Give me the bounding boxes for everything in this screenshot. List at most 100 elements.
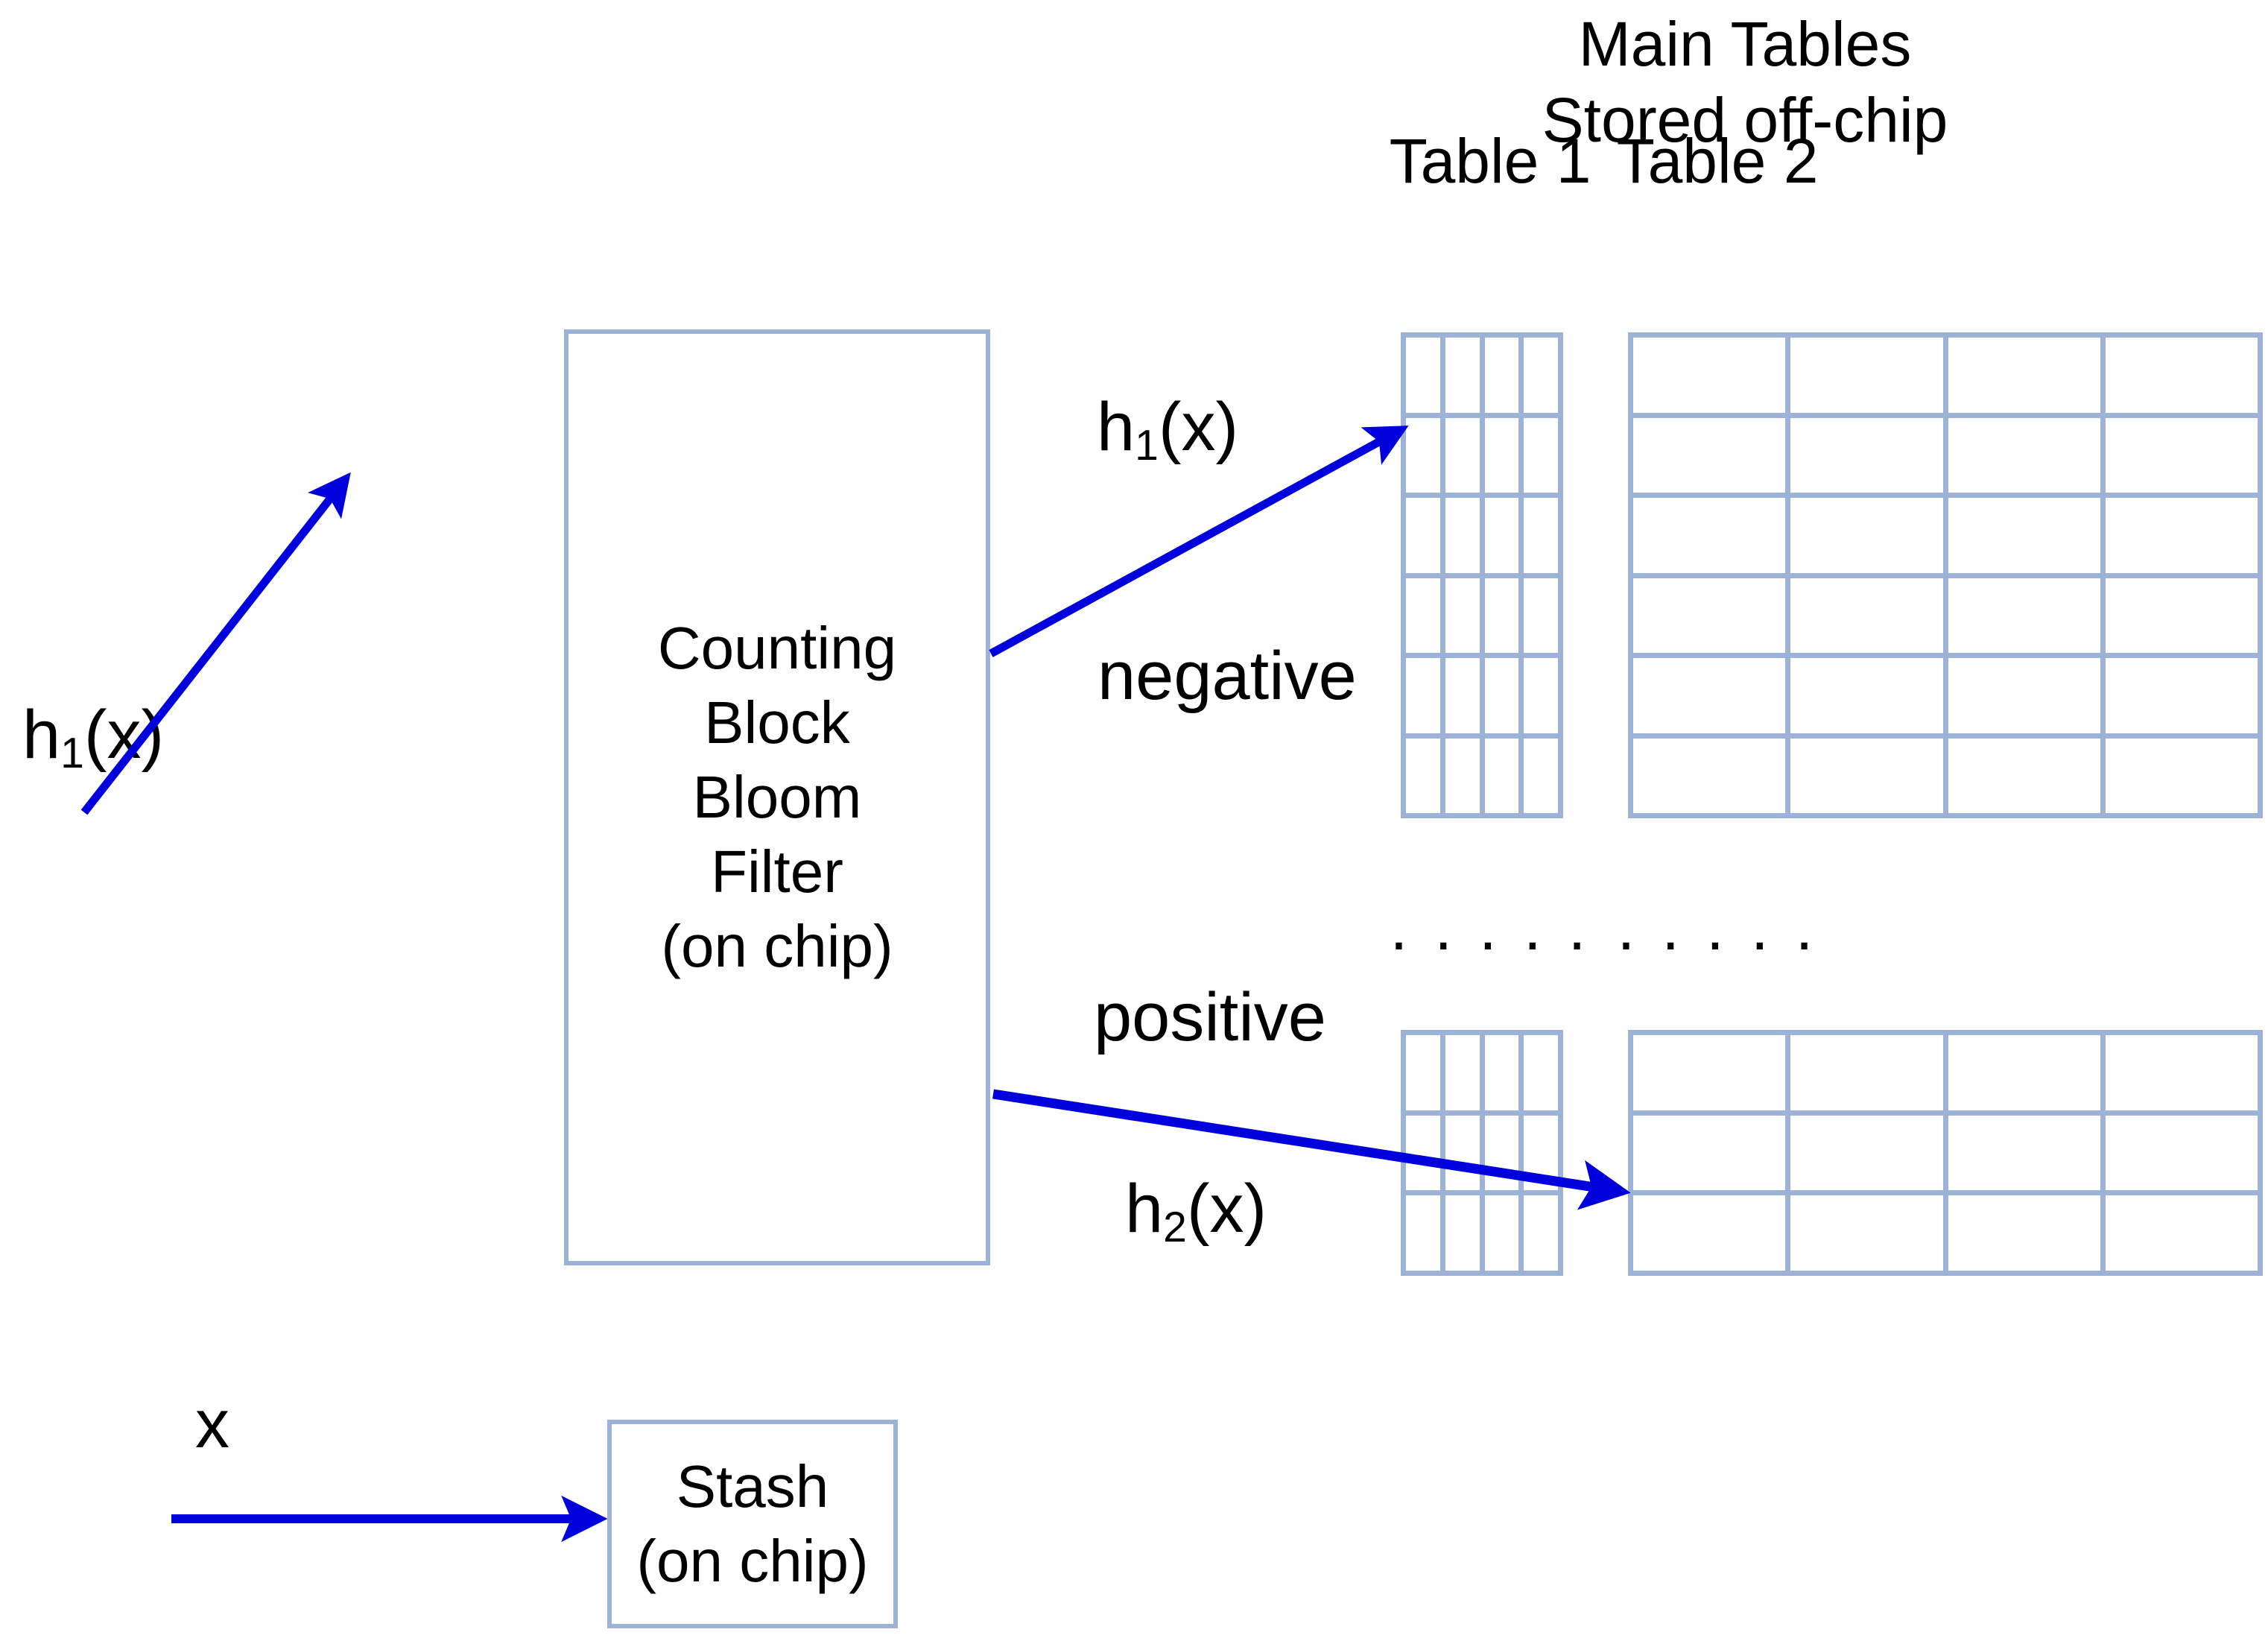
table-cell[interactable] [1406, 338, 1440, 413]
input-hash-label: h1(x) [22, 700, 164, 775]
table-cell[interactable] [1633, 738, 1786, 813]
table2-caption: Table 2 [1616, 126, 1819, 196]
table-cell[interactable] [1948, 738, 2100, 813]
table-cell[interactable] [1445, 1035, 1480, 1110]
table-cell[interactable] [1445, 338, 1480, 413]
table-cell[interactable] [1948, 1195, 2100, 1271]
table-cell[interactable] [1633, 1115, 1786, 1191]
table-cell[interactable] [1406, 738, 1440, 813]
table-cell[interactable] [2105, 338, 2258, 413]
table-cell[interactable] [2105, 1115, 2258, 1191]
bloom-box-text: Counting Block Bloom Filter (on chip) [658, 611, 896, 984]
table2-ellipsis: . . . . . [1617, 892, 1818, 964]
stash-input-label: x [195, 1386, 229, 1462]
table-cell[interactable] [2105, 578, 2258, 653]
table-cell[interactable] [1790, 578, 1943, 653]
table-cell[interactable] [1524, 1035, 1558, 1110]
table-cell[interactable] [1790, 417, 1943, 493]
table-cell[interactable] [1790, 738, 1943, 813]
table-cell[interactable] [1406, 578, 1440, 653]
table-cell[interactable] [2105, 417, 2258, 493]
table-cell[interactable] [1524, 1195, 1558, 1271]
table2-top-grid[interactable] [1628, 332, 2263, 818]
table-cell[interactable] [1524, 578, 1558, 653]
table-cell[interactable] [1790, 658, 1943, 733]
stash-line-1: Stash [676, 1453, 829, 1520]
table2-bottom-grid[interactable] [1628, 1030, 2263, 1276]
table-cell[interactable] [1524, 738, 1558, 813]
table-cell[interactable] [1524, 338, 1558, 413]
table-cell[interactable] [2105, 1035, 2258, 1110]
table-cell[interactable] [1633, 338, 1786, 413]
stash-line-2: (on chip) [636, 1528, 869, 1594]
counting-block-bloom-filter-box[interactable]: Counting Block Bloom Filter (on chip) [564, 329, 990, 1265]
table-cell[interactable] [2105, 738, 2258, 813]
table-cell[interactable] [1948, 498, 2100, 573]
table-cell[interactable] [1948, 578, 2100, 653]
table-cell[interactable] [1484, 578, 1519, 653]
table-cell[interactable] [1445, 1195, 1480, 1271]
main-tables-line1: Main Tables [1578, 9, 1912, 79]
table-cell[interactable] [1948, 1115, 2100, 1191]
negative-hash-label: h1(x) [1097, 392, 1238, 467]
table-cell[interactable] [1484, 498, 1519, 573]
bloom-line-2: Block [704, 689, 850, 756]
table-cell[interactable] [1633, 1195, 1786, 1271]
negative-hash-subscript: 1 [1135, 421, 1159, 470]
table-cell[interactable] [1524, 498, 1558, 573]
table-cell[interactable] [1948, 338, 2100, 413]
table-cell[interactable] [1633, 658, 1786, 733]
table1-bottom-grid[interactable] [1401, 1030, 1563, 1276]
table-cell[interactable] [2105, 498, 2258, 573]
table-cell[interactable] [1790, 1195, 1943, 1271]
positive-hash-label: h2(x) [1125, 1171, 1267, 1249]
table-cell[interactable] [1790, 498, 1943, 573]
stash-box-text: Stash (on chip) [636, 1449, 868, 1599]
table-cell[interactable] [1524, 658, 1558, 733]
bloom-line-5: (on chip) [661, 913, 893, 979]
table-cell[interactable] [1524, 417, 1558, 493]
negative-label: negative [1097, 638, 1357, 714]
table-cell[interactable] [1445, 1115, 1480, 1191]
table-cell[interactable] [1445, 658, 1480, 733]
table-cell[interactable] [1633, 578, 1786, 653]
table-cell[interactable] [1948, 1035, 2100, 1110]
table-cell[interactable] [1633, 417, 1786, 493]
positive-hash-tail: (x) [1186, 1171, 1267, 1247]
table-cell[interactable] [1484, 417, 1519, 493]
positive-hash-base: h [1125, 1171, 1164, 1247]
table-cell[interactable] [1484, 738, 1519, 813]
table-cell[interactable] [1524, 1115, 1558, 1191]
negative-hash-base: h [1097, 389, 1135, 465]
table-cell[interactable] [1406, 1035, 1440, 1110]
table-cell[interactable] [1406, 658, 1440, 733]
table-cell[interactable] [1484, 1035, 1519, 1110]
table-cell[interactable] [1406, 417, 1440, 493]
table-cell[interactable] [1406, 498, 1440, 573]
table-cell[interactable] [1633, 1035, 1786, 1110]
table-cell[interactable] [2105, 658, 2258, 733]
table-cell[interactable] [1948, 658, 2100, 733]
table1-top-grid[interactable] [1401, 332, 1563, 818]
input-hash-base: h [22, 697, 61, 773]
table-cell[interactable] [1445, 498, 1480, 573]
table-cell[interactable] [1790, 1035, 1943, 1110]
table-cell[interactable] [1406, 1115, 1440, 1191]
table-cell[interactable] [1790, 1115, 1943, 1191]
table-cell[interactable] [1445, 417, 1480, 493]
table-cell[interactable] [1484, 338, 1519, 413]
table-cell[interactable] [1445, 738, 1480, 813]
table-cell[interactable] [1633, 498, 1786, 573]
stash-box[interactable]: Stash (on chip) [607, 1420, 898, 1628]
table-cell[interactable] [1790, 338, 1943, 413]
table-cell[interactable] [1484, 658, 1519, 733]
table-cell[interactable] [2105, 1195, 2258, 1271]
table-cell[interactable] [1484, 1115, 1519, 1191]
table-cell[interactable] [1406, 1195, 1440, 1271]
table-cell[interactable] [1948, 417, 2100, 493]
table-cell[interactable] [1484, 1195, 1519, 1271]
negative-hash-tail: (x) [1158, 389, 1239, 465]
table-cell[interactable] [1445, 578, 1480, 653]
table1-ellipsis: . . . . . [1390, 892, 1591, 964]
